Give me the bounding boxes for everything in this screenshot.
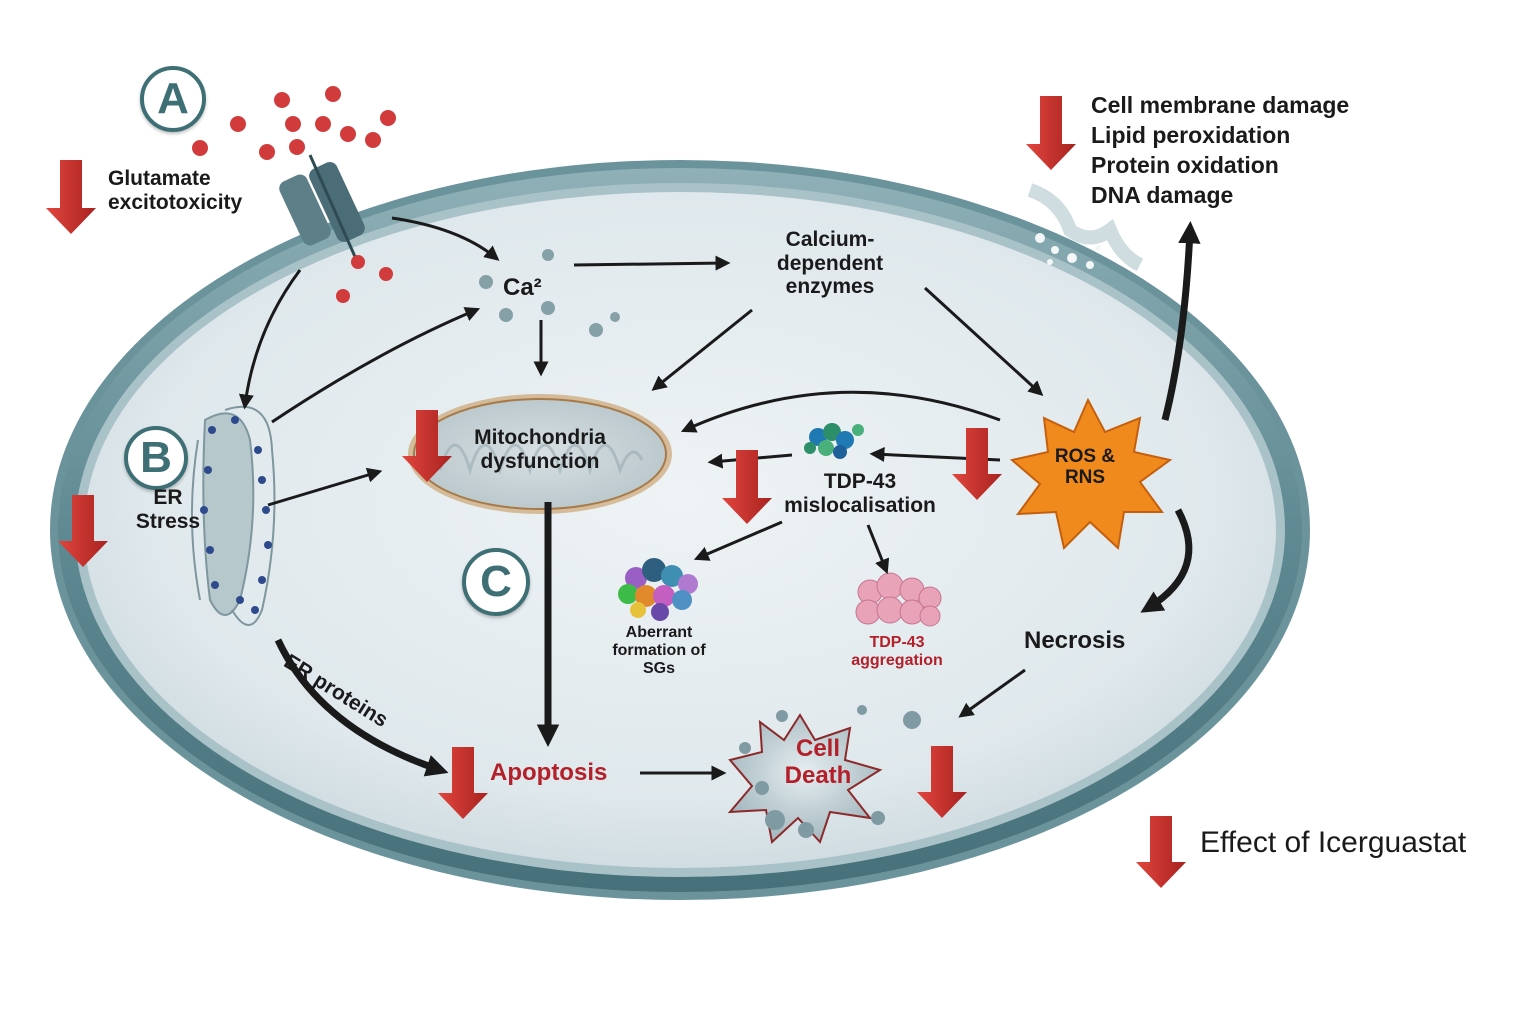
inhibit-arrow-er-icon <box>58 495 108 567</box>
pathway-arrows <box>238 216 1044 781</box>
label-apoptosis: Apoptosis <box>490 759 608 786</box>
thick-arrows <box>274 221 1201 777</box>
inhibit-arrow-celldeath-icon <box>917 746 967 818</box>
inhibition-arrows <box>46 96 1186 888</box>
calcium-dots <box>479 249 620 337</box>
mitochondria-icon <box>408 394 672 514</box>
glutamate-receptor-icon <box>279 154 365 269</box>
label-tdp43-aggregation: TDP-43 aggregation <box>851 634 943 669</box>
label-necrosis: Necrosis <box>1024 627 1126 654</box>
inhibit-arrow-mito-icon <box>402 410 452 482</box>
label-glutamate: Glutamate excitotoxicity <box>108 167 243 214</box>
inhibit-arrow-membrane-icon <box>1026 96 1076 170</box>
label-ros-rns: ROS & RNS <box>1054 446 1116 489</box>
legend-label: Effect of Icerguastat <box>1200 826 1467 859</box>
label-cell-death: Cell Death <box>784 735 852 789</box>
damage-item: Cell membrane damage <box>1091 92 1350 118</box>
cell-death-shape <box>727 705 921 844</box>
badge-a: A <box>140 66 206 132</box>
label-calcium: Ca² <box>503 274 542 301</box>
ros-burst-shape <box>1009 397 1173 550</box>
tdp43-aggregate-icon <box>855 572 942 627</box>
damage-item: Lipid peroxidation <box>1091 122 1291 148</box>
label-aberrant-sgs: Aberrant formation of SGs <box>612 624 706 677</box>
inhibit-arrow-ros-icon <box>952 428 1002 500</box>
label-er-stress: ER Stress <box>135 486 201 533</box>
damage-list: Cell membrane damage Lipid peroxidation … <box>1091 90 1349 210</box>
badge-c: C <box>462 548 530 616</box>
er-organelle-icon <box>190 405 276 626</box>
label-mitochondria: Mitochondria dysfunction <box>474 426 606 473</box>
membrane-damage-site <box>1027 183 1144 272</box>
stress-granule-icon <box>618 558 698 621</box>
label-tdp43-mislocalisation: TDP-43 mislocalisation <box>784 470 936 517</box>
damage-item: DNA damage <box>1091 182 1234 208</box>
tdp43-protein-icon <box>804 423 864 459</box>
inhibit-arrow-glutamate-icon <box>46 160 96 234</box>
label-calcium-enzymes: Calcium-dependent enzymes <box>776 228 884 299</box>
glutamate-dots <box>192 86 396 303</box>
legend-arrow-icon <box>1136 816 1186 888</box>
badge-b: B <box>124 426 188 490</box>
inhibit-arrow-apoptosis-icon <box>438 747 488 819</box>
damage-item: Protein oxidation <box>1091 152 1279 178</box>
inhibit-arrow-tdp43-icon <box>722 450 772 524</box>
